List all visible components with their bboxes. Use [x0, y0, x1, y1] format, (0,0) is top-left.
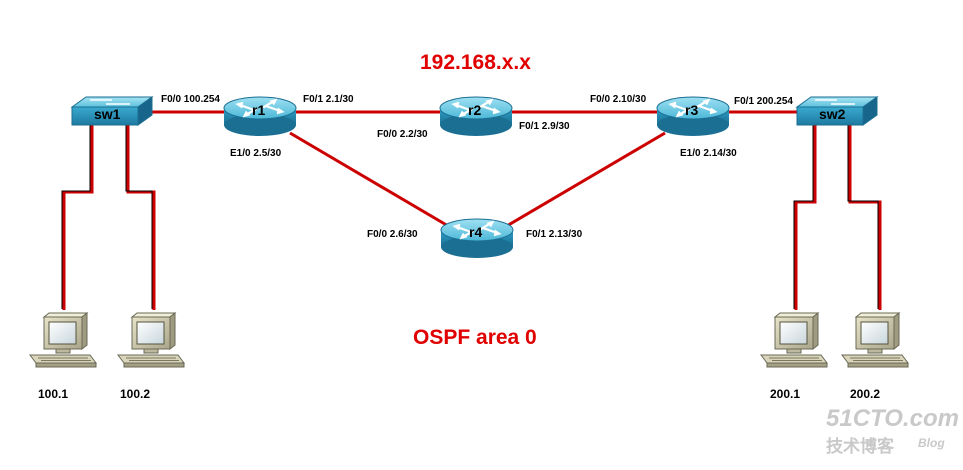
r2-f00-label: F0/0 2.2/30 — [377, 129, 428, 140]
interface-labels: F0/0 100.254 F0/1 2.1/30 E1/0 2.5/30 F0/… — [161, 94, 793, 240]
router-r1[interactable]: r1 — [222, 95, 298, 138]
r1-e10-label: E1/0 2.5/30 — [230, 148, 282, 159]
host-100-1[interactable]: 100.1 — [29, 312, 97, 401]
watermark-blog: Blog — [918, 436, 945, 450]
link-sw2-h2001 — [794, 122, 817, 310]
link-sw2-h2002 — [848, 122, 882, 310]
router-r4[interactable]: r4 — [439, 217, 515, 260]
pc-icon — [29, 312, 97, 368]
link-r3-r4 — [499, 131, 666, 232]
router-r3-label: r3 — [685, 102, 698, 118]
switch-sw2[interactable]: sw2 — [796, 96, 878, 126]
host-100-2-label: 100.2 — [120, 387, 150, 401]
host-200-1[interactable]: 200.1 — [760, 312, 828, 401]
switch-sw1[interactable]: sw1 — [71, 96, 153, 126]
r4-f01-label: F0/1 2.13/30 — [526, 229, 583, 240]
r2-f01-label: F0/1 2.9/30 — [519, 121, 570, 132]
r1-f00-label: F0/0 100.254 — [161, 94, 220, 105]
r1-f01-label: F0/1 2.1/30 — [303, 94, 354, 105]
pc-icon — [117, 312, 185, 368]
switch-sw2-label: sw2 — [819, 106, 846, 122]
link-sw1-h1002 — [126, 122, 156, 310]
network-title: 192.168.x.x — [420, 51, 531, 74]
router-r4-label: r4 — [469, 224, 482, 240]
pc-icon — [760, 312, 828, 368]
area-label: OSPF area 0 — [413, 326, 537, 349]
watermark-site: 51CTO.com — [826, 405, 959, 432]
host-200-2[interactable]: 200.2 — [841, 312, 909, 401]
r3-f01-label: F0/1 200.254 — [734, 96, 793, 107]
link-sw1-h1001 — [62, 122, 94, 310]
router-r1-label: r1 — [252, 102, 265, 118]
r3-e10-label: E1/0 2.14/30 — [680, 148, 737, 159]
r3-f00-label: F0/0 2.10/30 — [590, 94, 647, 105]
links — [62, 110, 882, 310]
router-r3[interactable]: r3 — [655, 95, 731, 138]
host-200-2-label: 200.2 — [850, 387, 880, 401]
r4-f00-label: F0/0 2.6/30 — [367, 229, 418, 240]
router-r2-label: r2 — [468, 102, 481, 118]
host-100-1-label: 100.1 — [38, 387, 68, 401]
watermark-sub: 技术博客 — [826, 436, 895, 457]
host-100-2[interactable]: 100.2 — [117, 312, 185, 401]
host-200-1-label: 200.1 — [770, 387, 800, 401]
router-r2[interactable]: r2 — [438, 95, 514, 138]
link-r1-r4 — [289, 131, 456, 232]
pc-icon — [841, 312, 909, 368]
watermark: 51CTO.com 技术博客 Blog — [826, 405, 959, 457]
switch-sw1-label: sw1 — [94, 106, 121, 122]
